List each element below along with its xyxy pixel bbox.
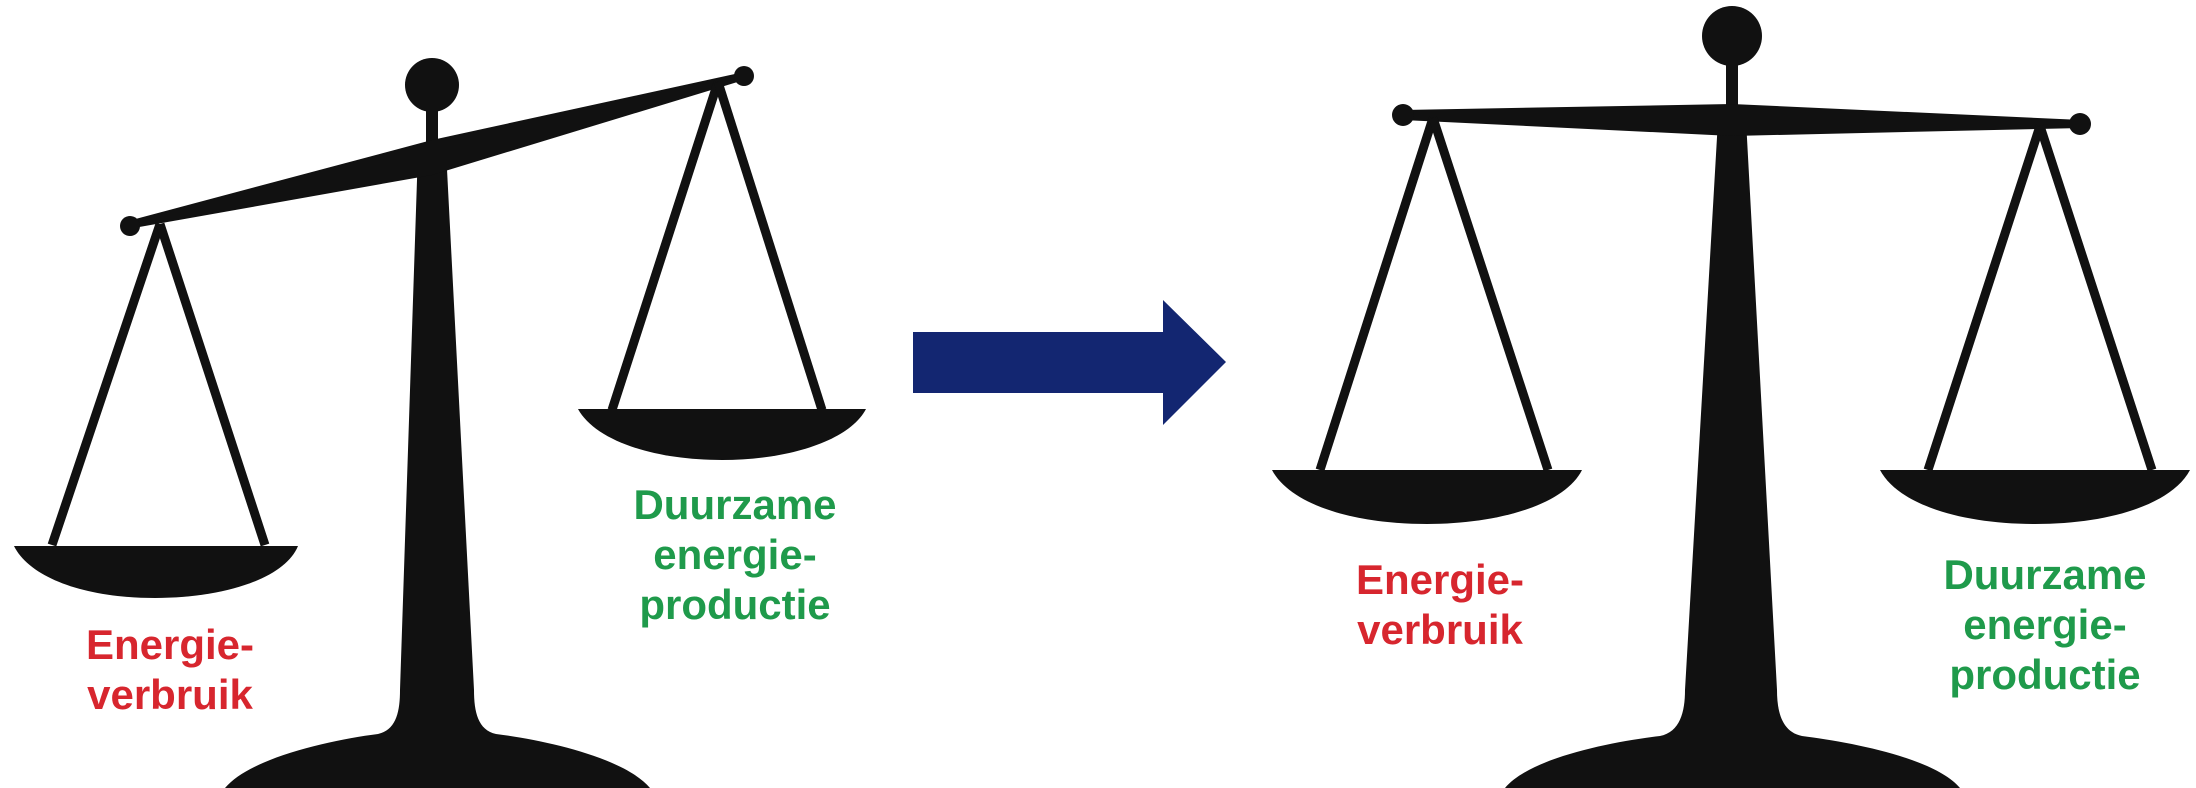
beam-end-right (2069, 113, 2091, 135)
scale-pan-left (1272, 470, 1582, 524)
beam-end-right (734, 66, 754, 86)
pan-string (47, 222, 165, 547)
scale-base (1505, 120, 1960, 788)
scale-beam (1403, 104, 2082, 136)
scale-pan-right (578, 409, 866, 460)
label-energy-consumption-before: Energie- verbruik (50, 620, 290, 720)
label-line: Energie- (1355, 556, 1525, 603)
pan-string (2035, 124, 2157, 472)
scale-neck (1726, 60, 1738, 105)
label-line: Duurzame (633, 481, 837, 528)
scale-unbalanced (14, 58, 866, 788)
scale-beam (128, 72, 744, 229)
label-energy-consumption-after: Energie- verbruik (1320, 555, 1560, 655)
label-line: verbruik (1357, 606, 1523, 653)
pan-string (1923, 124, 2045, 472)
label-line: Duurzame (1943, 551, 2147, 598)
scale-base (225, 150, 650, 788)
label-line: Energie- (85, 621, 255, 668)
beam-end-left (1392, 104, 1414, 126)
scale-pan-right (1880, 470, 2190, 524)
label-line: energie- (1963, 601, 2127, 648)
label-renewable-production-before: Duurzame energie- productie (610, 480, 860, 630)
scale-top-knob (1702, 6, 1762, 66)
pan-string (155, 222, 270, 547)
label-line: energie- (653, 531, 817, 578)
label-line: verbruik (87, 671, 253, 718)
scale-pan-left (14, 546, 298, 598)
scale-neck (426, 105, 438, 150)
label-line: productie (639, 581, 831, 628)
pan-string (607, 80, 723, 412)
pan-string (1428, 116, 1553, 472)
right-arrow-icon (913, 300, 1226, 425)
scale-top-knob (405, 58, 459, 112)
pan-string (1315, 116, 1438, 472)
label-line: productie (1949, 651, 2141, 698)
label-renewable-production-after: Duurzame energie- productie (1925, 550, 2165, 700)
pan-string (713, 80, 827, 412)
scale-balanced (1272, 6, 2190, 788)
beam-end-left (120, 216, 140, 236)
